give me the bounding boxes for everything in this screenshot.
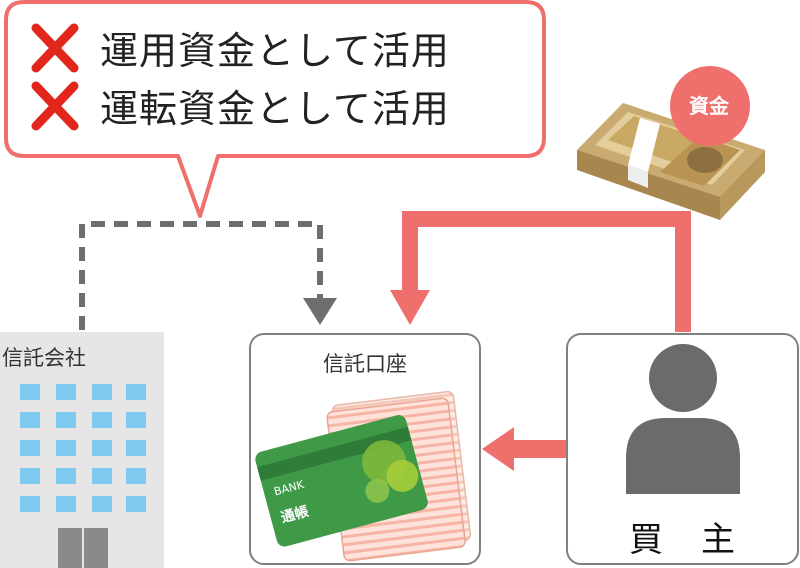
- cash-bundle-icon: [577, 103, 765, 220]
- red-x-mark-icon: [31, 81, 79, 131]
- card-text: 通帳: [279, 503, 310, 527]
- building-window: [20, 496, 40, 512]
- building-window: [20, 440, 40, 456]
- building-window: [92, 384, 112, 400]
- building-window: [92, 440, 112, 456]
- deposit-arrow-shaft: [510, 440, 568, 458]
- building-window: [92, 496, 112, 512]
- buyer-label: 買 主: [629, 520, 737, 560]
- callout-text-1: 運用資金として活用: [100, 28, 450, 73]
- building-window: [56, 496, 76, 512]
- building-window: [20, 384, 40, 400]
- office-building-icon: [0, 332, 164, 568]
- building-window: [56, 384, 76, 400]
- building-window: [126, 496, 146, 512]
- building-window: [56, 412, 76, 428]
- red-x-mark-icon: [31, 23, 79, 73]
- callout-text-2: 運転資金として活用: [100, 86, 450, 131]
- deposit-arrow-head: [482, 427, 514, 471]
- funds-badge: [670, 66, 750, 146]
- building-window: [126, 468, 146, 484]
- dashed-connector: [79, 221, 323, 330]
- person-silhouette-icon: [626, 344, 740, 494]
- trust-company-label: 信託会社: [2, 346, 86, 370]
- building-window: [126, 412, 146, 428]
- funds-flow-arrowhead: [390, 290, 430, 325]
- building-window: [20, 412, 40, 428]
- building-window: [126, 440, 146, 456]
- dashed-arrowhead: [303, 298, 337, 325]
- building-window: [56, 440, 76, 456]
- bank-card-icon: BANK 通帳: [255, 415, 428, 547]
- building-window: [20, 468, 40, 484]
- trust-account-label: 信託口座: [323, 352, 407, 376]
- building-window: [92, 412, 112, 428]
- building-window: [126, 384, 146, 400]
- callout-line-2: 運転資金として活用: [100, 81, 450, 131]
- building-window: [56, 468, 76, 484]
- funds-flow-line: [402, 211, 691, 332]
- building-window: [92, 468, 112, 484]
- funds-badge-label: 資金: [689, 93, 729, 118]
- speech-bubble: [4, 0, 546, 218]
- callout-line-1: 運用資金として活用: [100, 23, 450, 73]
